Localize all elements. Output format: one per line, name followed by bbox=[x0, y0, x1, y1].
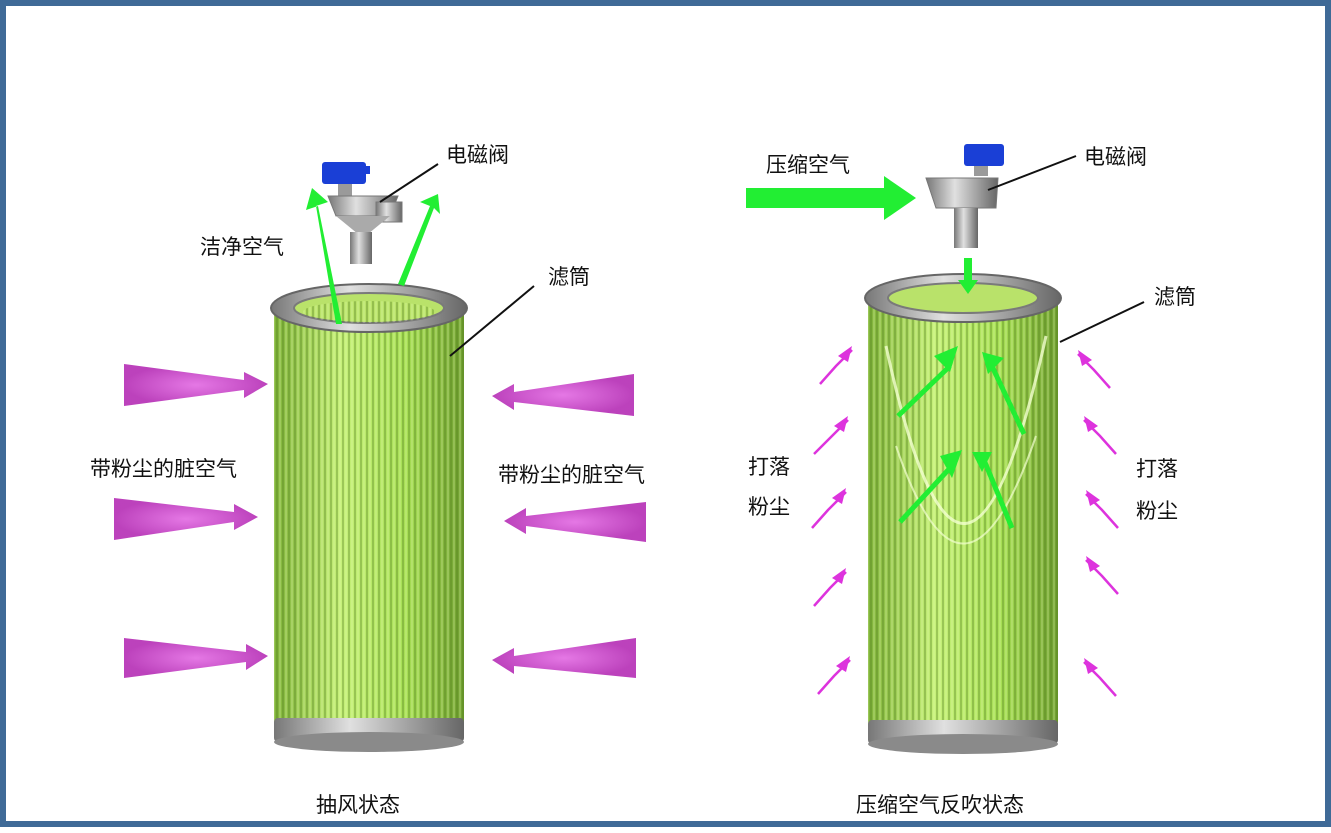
left-filter-cartridge bbox=[271, 284, 467, 752]
left-valve-label: 电磁阀 bbox=[446, 143, 509, 167]
left-valve-leader bbox=[380, 164, 438, 202]
left-clean-air-label: 洁净空气 bbox=[200, 235, 284, 259]
right-filter-label: 滤筒 bbox=[1154, 285, 1196, 309]
diagram-canvas: 电磁阀 洁净空气 滤筒 带粉尘的脏空气 带粉尘的脏空气 抽风状态 bbox=[6, 6, 1331, 833]
right-panel: 压缩空气 电磁阀 滤筒 打落 粉尘 打落 粉尘 压缩空气反吹状态 bbox=[746, 144, 1196, 817]
dust-left-line2: 粉尘 bbox=[748, 495, 790, 519]
compressed-air-label: 压缩空气 bbox=[766, 153, 850, 177]
dust-left-line1: 打落 bbox=[748, 455, 790, 479]
left-dirty-air-label-right: 带粉尘的脏空气 bbox=[498, 463, 645, 487]
right-valve-label: 电磁阀 bbox=[1084, 145, 1147, 169]
right-filter-cartridge bbox=[865, 274, 1061, 754]
left-filter-label: 滤筒 bbox=[548, 265, 590, 289]
right-solenoid-valve bbox=[926, 144, 1004, 248]
left-solenoid-valve bbox=[322, 162, 402, 264]
dust-right-line1: 打落 bbox=[1136, 457, 1178, 481]
left-caption: 抽风状态 bbox=[316, 793, 400, 817]
right-caption: 压缩空气反吹状态 bbox=[856, 793, 1024, 817]
left-dirty-air-label: 带粉尘的脏空气 bbox=[90, 457, 237, 481]
compressed-air-arrow bbox=[746, 176, 916, 220]
left-panel: 电磁阀 洁净空气 滤筒 带粉尘的脏空气 带粉尘的脏空气 抽风状态 bbox=[90, 143, 646, 817]
right-filter-leader bbox=[1060, 302, 1144, 342]
dust-right-line2: 粉尘 bbox=[1136, 499, 1178, 523]
